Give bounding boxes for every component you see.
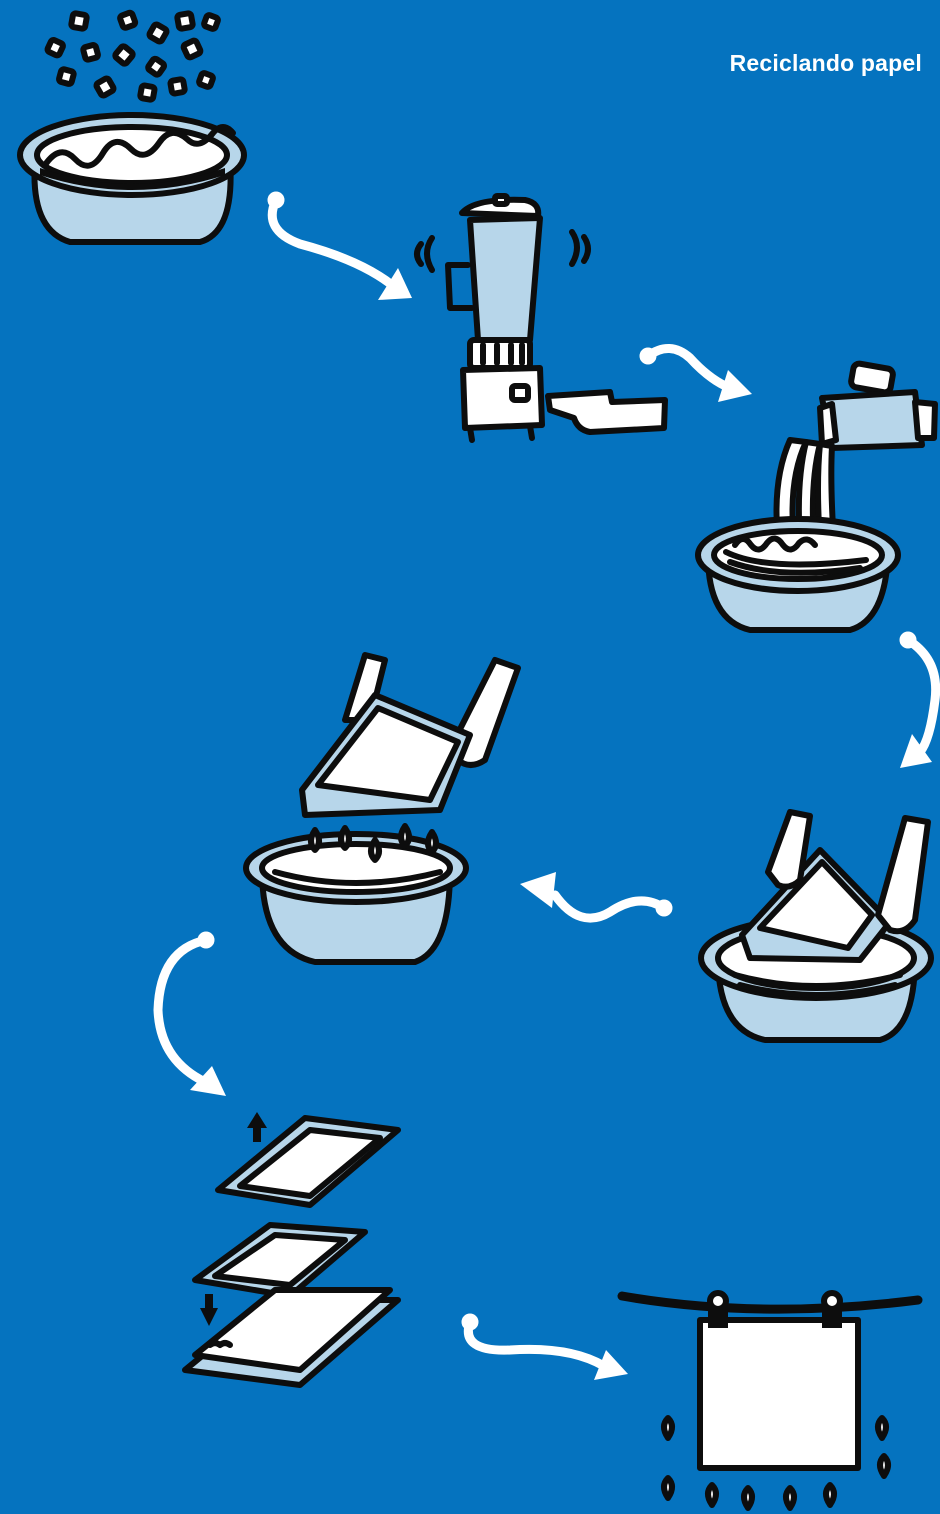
- pouring-pulp-into-basin-icon: [698, 363, 935, 630]
- stacked-moulds-icon: [185, 1112, 398, 1385]
- mould-dipped-in-basin-icon: [701, 812, 931, 1040]
- arrow-4: [520, 872, 670, 918]
- mould-draining-over-basin-icon: [246, 655, 518, 962]
- paper-drying-on-line-icon: [622, 1293, 918, 1508]
- arrow-3: [900, 634, 936, 768]
- arrow-1: [270, 194, 412, 300]
- arrow-5: [158, 934, 226, 1096]
- blender-icon: [417, 196, 665, 440]
- paper-pieces-soaking-basin-icon: [20, 12, 244, 242]
- paper-pieces: [47, 12, 219, 100]
- arrow-6: [464, 1316, 628, 1380]
- arrow-2: [642, 348, 752, 402]
